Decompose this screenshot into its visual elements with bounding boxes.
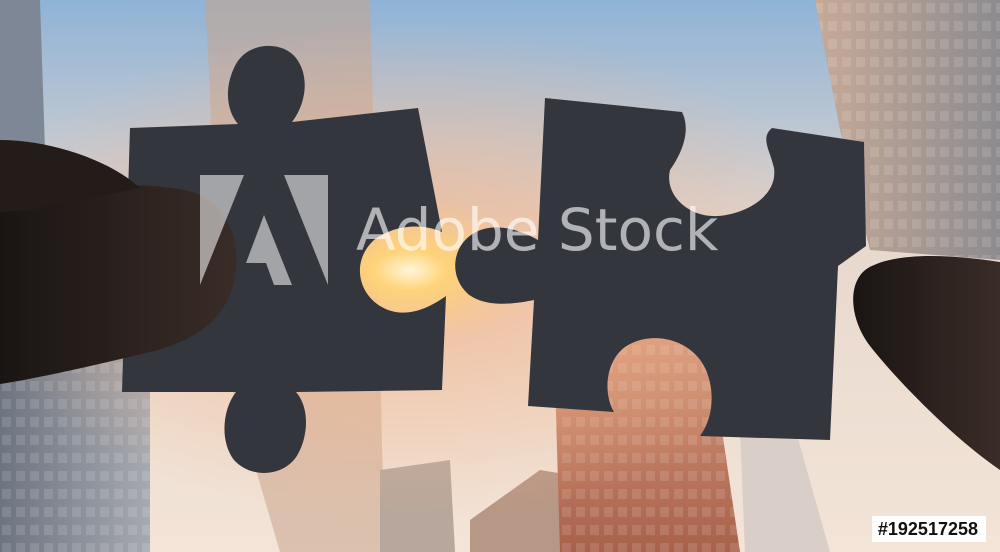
adobe-a-logo-icon: [200, 175, 328, 285]
watermark: Adobe Stock: [200, 175, 820, 285]
puzzle-piece-left: [122, 45, 446, 473]
watermark-text: Adobe Stock: [356, 196, 719, 264]
left-index-finger: [0, 140, 140, 212]
right-thumb: [853, 256, 1000, 470]
puzzle-piece-right: [455, 98, 866, 440]
left-thumb: [0, 185, 237, 384]
image-id-label: #192517258: [871, 516, 986, 542]
